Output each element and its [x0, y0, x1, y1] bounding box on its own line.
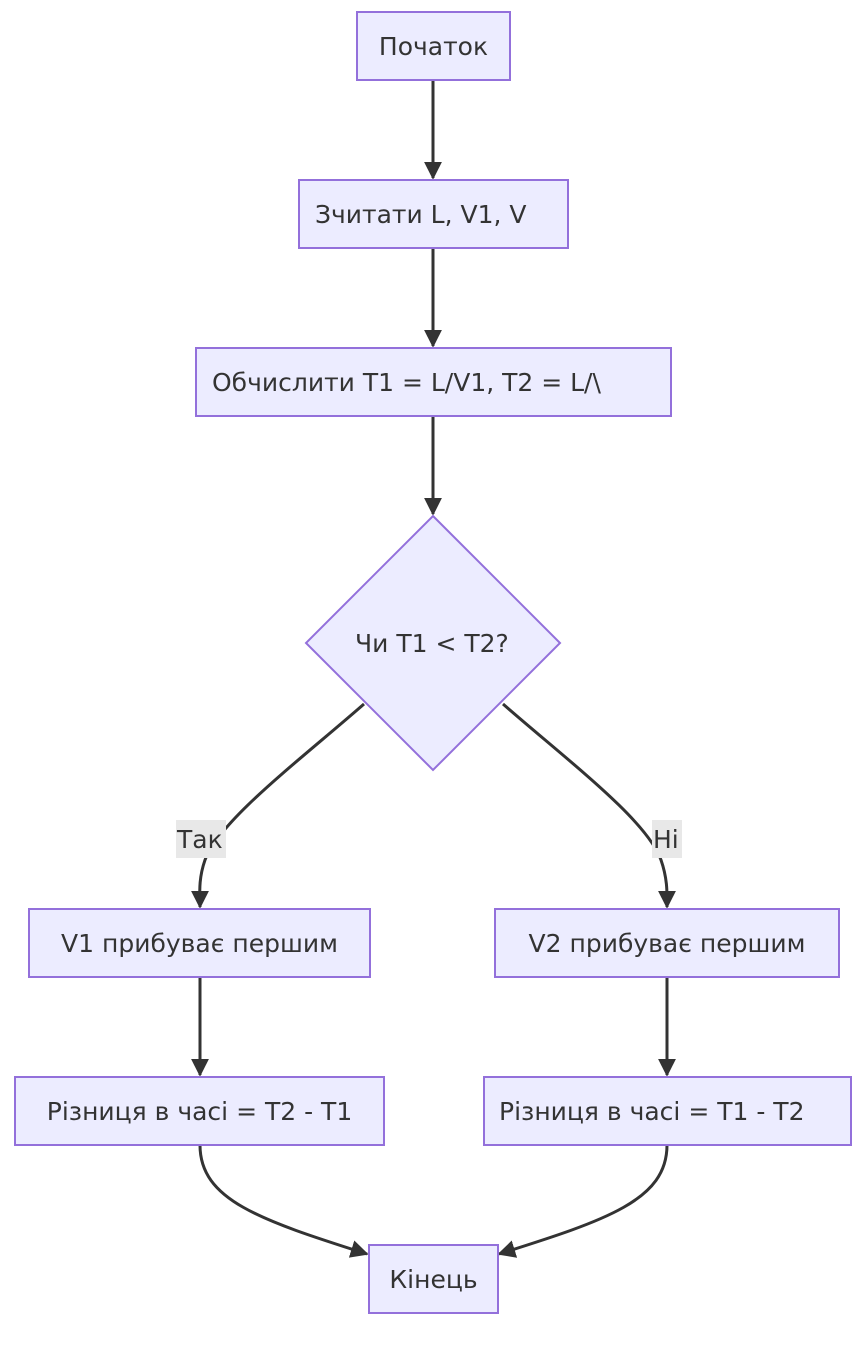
- edge-decision-to-v2: [502, 702, 677, 909]
- node-diff1: Різниця в часі = T2 - T1: [14, 1076, 385, 1146]
- node-v1-first-label: V1 прибуває першим: [61, 929, 338, 958]
- edge-label-yes: Так: [176, 820, 226, 858]
- node-start: Початок: [356, 11, 511, 81]
- node-diff2: Різниця в часі = T1 - T2: [483, 1076, 852, 1146]
- edge-label-no: Ні: [652, 820, 682, 858]
- node-decision-label: Чи T1 < T2?: [355, 629, 509, 658]
- node-read: Зчитати L, V1, V: [298, 179, 569, 249]
- edge-label-yes-text: Так: [176, 825, 223, 854]
- node-start-label: Початок: [379, 32, 488, 61]
- node-diff2-label: Різниця в часі = T1 - T2: [499, 1097, 804, 1126]
- node-decision: Чи T1 < T2?: [304, 514, 562, 772]
- node-v1-first: V1 прибуває першим: [28, 908, 371, 978]
- node-end: Кінець: [368, 1244, 499, 1314]
- node-end-label: Кінець: [389, 1265, 477, 1294]
- node-diff1-label: Різниця в часі = T2 - T1: [47, 1097, 352, 1126]
- node-v2-first: V2 прибуває першим: [494, 908, 840, 978]
- node-compute-label: Обчислити T1 = L/V1, T2 = L/\: [212, 368, 601, 397]
- node-read-label: Зчитати L, V1, V: [315, 200, 527, 229]
- edge-decision-to-v1: [190, 702, 365, 909]
- edge-label-no-text: Ні: [653, 825, 679, 854]
- node-v2-first-label: V2 прибуває першим: [529, 929, 806, 958]
- node-compute: Обчислити T1 = L/V1, T2 = L/\: [195, 347, 672, 417]
- edges: [190, 80, 677, 1258]
- edge-diff1-to-end: [198, 1144, 369, 1258]
- edge-diff2-to-end: [497, 1144, 669, 1258]
